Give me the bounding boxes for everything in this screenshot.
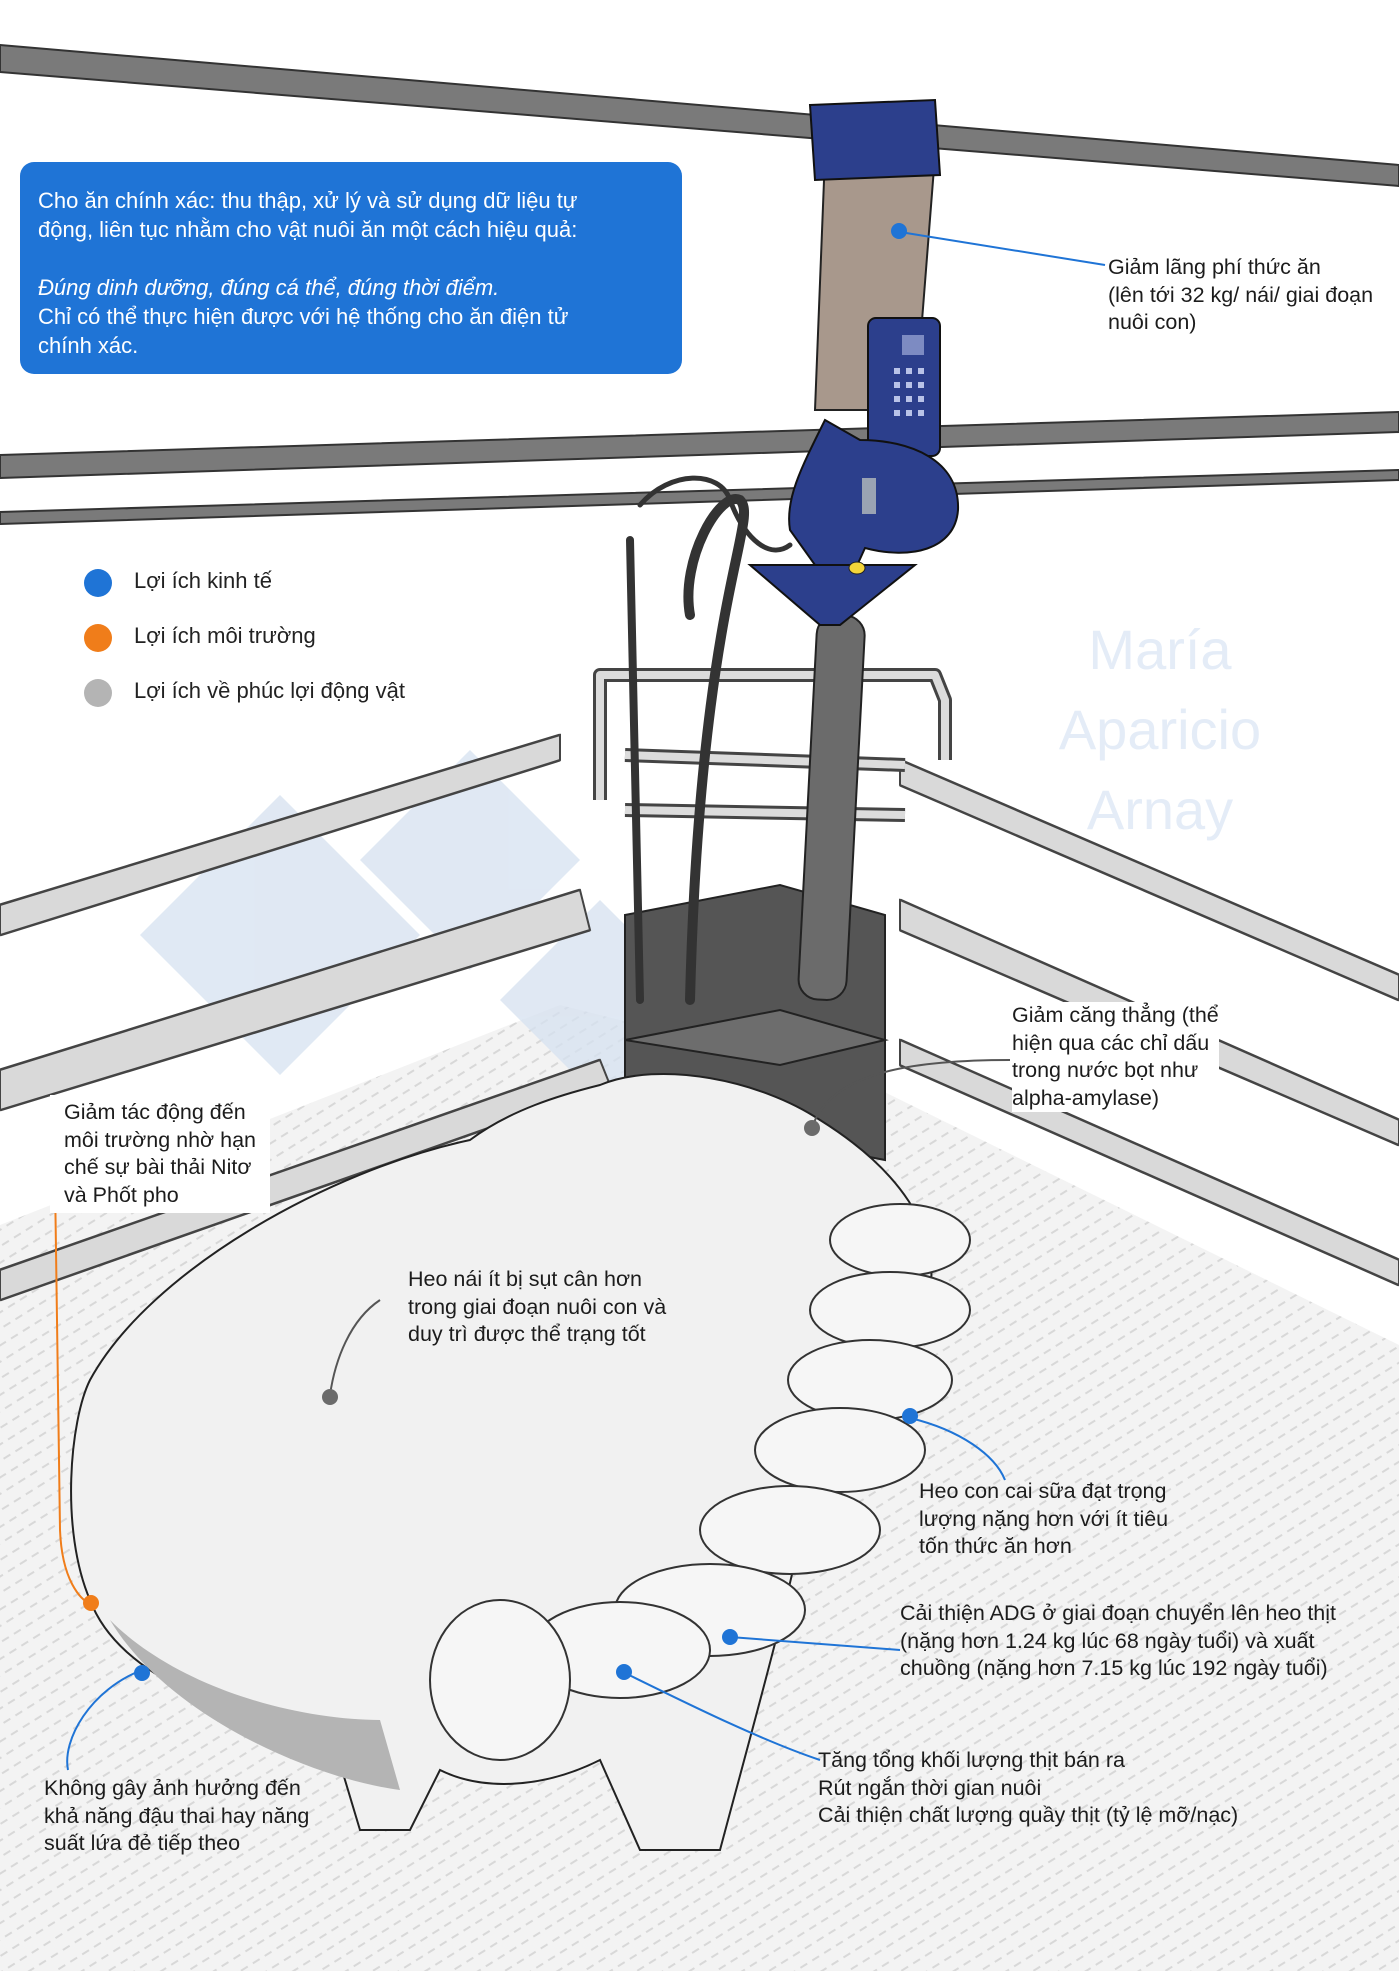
info-line: Cho ăn chính xác: thu thập, xử lý và sử … — [38, 188, 578, 213]
callout-feed-waste: Giảm lãng phí thức ăn (lên tới 32 kg/ ná… — [1108, 254, 1373, 337]
callout-line: môi trường nhờ hạn — [64, 1127, 256, 1152]
callout-line: khả năng đậu thai hay năng — [44, 1803, 310, 1828]
callout-piglets: Heo con cai sữa đạt trọng lượng nặng hơn… — [919, 1478, 1168, 1561]
callout-line: (nặng hơn 1.24 kg lúc 68 ngày tuổi) và x… — [900, 1628, 1315, 1653]
callout-line: Giảm lãng phí thức ăn — [1108, 255, 1321, 279]
callout-stress: Giảm căng thẳng (thể hiện qua các chỉ dấ… — [1012, 1002, 1219, 1112]
legend-label: Lợi ích về phúc lợi động vật — [134, 678, 406, 703]
callout-line: duy trì được thể trạng tốt — [408, 1322, 646, 1346]
callout-line: chuồng (nặng hơn 7.15 kg lúc 192 ngày tu… — [900, 1656, 1328, 1680]
callout-line: lượng nặng hơn với ít tiêu — [919, 1506, 1169, 1531]
feed-funnel — [747, 564, 918, 626]
callout-line: và Phốt pho — [64, 1182, 179, 1207]
watermark-line: Aparicio — [1058, 698, 1262, 761]
info-line: chính xác. — [38, 333, 139, 358]
precision-feeding-info-box: Cho ăn chính xác: thu thập, xử lý và sử … — [20, 162, 682, 374]
feeder-frame — [593, 668, 952, 822]
callout-dots — [83, 223, 918, 1681]
watermark-line: María — [1088, 618, 1232, 681]
callout-line: Tăng tổng khối lượng thịt bán ra — [818, 1748, 1125, 1772]
environment-dot-icon — [84, 624, 112, 652]
callout-line: Cải thiện ADG ở giai đoạn chuyển lên heo… — [900, 1601, 1337, 1625]
callout-line: (lên tới 32 kg/ nái/ giai đoạn — [1108, 282, 1374, 307]
callout-line: tốn thức ăn hơn — [919, 1534, 1072, 1558]
welfare-dot-icon — [84, 679, 112, 707]
callout-environment: Giảm tác động đến môi trường nhờ hạn chế… — [50, 1095, 270, 1213]
callout-line: chế sự bài thải Nitơ — [64, 1155, 252, 1179]
sow-shadow — [110, 1620, 400, 1790]
watermark-line: Arnay — [1086, 778, 1234, 841]
piglets — [429, 1203, 971, 1761]
legend-label: Lợi ích kinh tế — [134, 568, 272, 593]
motor-label — [862, 478, 876, 514]
legend-label: Lợi ích môi trường — [134, 623, 316, 648]
feeder-frame-inner — [596, 671, 949, 819]
callout-line: Cải thiện chất lượng quầy thịt (tỷ lệ mỡ… — [818, 1803, 1239, 1827]
water-pipes — [626, 475, 793, 1005]
callout-line: Giảm căng thẳng (thể — [1012, 1003, 1219, 1027]
feeder-controller — [867, 317, 941, 457]
info-emphasis: Đúng dinh dưỡng, đúng cá thể, đúng thời … — [38, 275, 500, 300]
callout-line: trong nước bọt như — [1012, 1058, 1199, 1082]
callout-line: alpha-amylase) — [1012, 1085, 1159, 1110]
info-line: động, liên tục nhằm cho vật nuôi ăn một … — [38, 217, 578, 242]
callout-line: suất lứa đẻ tiếp theo — [44, 1831, 241, 1855]
callout-fertility: Không gây ảnh hưởng đến khả năng đậu tha… — [44, 1775, 309, 1858]
callout-line: Giảm tác động đến — [64, 1100, 246, 1124]
economic-dot-icon — [84, 569, 112, 597]
callout-line: Không gây ảnh hưởng đến — [44, 1776, 301, 1800]
hopper-collar — [808, 98, 942, 182]
callout-adg: Cải thiện ADG ở giai đoạn chuyển lên heo… — [900, 1600, 1336, 1683]
callout-line: nuôi con) — [1108, 310, 1197, 334]
callout-line: Rút ngắn thời gian nuôi — [818, 1775, 1042, 1800]
callout-line: trong giai đoạn nuôi con và — [408, 1294, 667, 1319]
callout-sow-weight: Heo nái ít bị sụt cân hơn trong giai đoạ… — [408, 1266, 666, 1349]
callout-line: Heo nái ít bị sụt cân hơn — [408, 1267, 643, 1291]
author-watermark: María Aparicio Arnay — [1030, 610, 1290, 850]
info-line: Chỉ có thể thực hiện được với hệ thống c… — [38, 304, 569, 329]
callout-line: hiện qua các chỉ dấu — [1012, 1030, 1210, 1055]
funnel-sensor — [848, 561, 866, 575]
callout-meat: Tăng tổng khối lượng thịt bán ra Rút ngắ… — [818, 1747, 1238, 1830]
callout-line: Heo con cai sữa đạt trọng — [919, 1479, 1167, 1503]
